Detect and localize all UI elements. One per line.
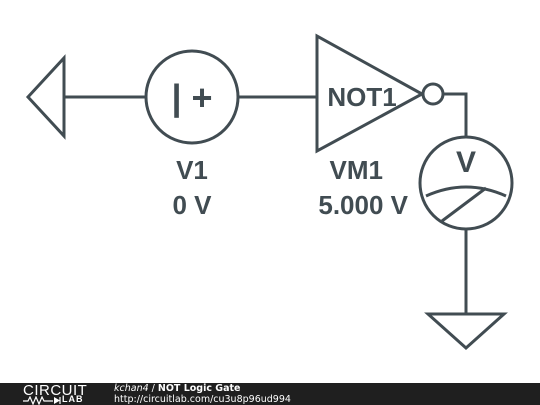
source-name-label: V1 <box>176 155 208 185</box>
circuitlab-logo[interactable]: CIRCUIT <box>23 382 88 399</box>
source-symbol-text: | + <box>171 77 212 119</box>
ground-symbol-left <box>25 54 66 140</box>
circuit-title: NOT Logic Gate <box>157 383 241 394</box>
wire-gate-to-meter <box>443 92 468 137</box>
meter-reading-label: 5.000 V <box>318 190 408 220</box>
footer-bar: CIRCUIT LAB kchan4 / NOT Logic Gate http… <box>0 383 540 405</box>
voltage-source-v1[interactable]: | + <box>144 49 240 145</box>
author-link[interactable]: kchan4 <box>114 383 149 394</box>
logo-sub-label: LAB <box>62 394 84 404</box>
meter-needle <box>441 186 487 223</box>
circuit-schematic: | + NOT1 V V1 0 V VM1 5.000 V <box>25 33 514 351</box>
meter-scale-arc <box>425 185 507 198</box>
meter-symbol-text: V <box>456 146 476 179</box>
circuit-meta-line: kchan4 / NOT Logic Gate <box>114 383 240 394</box>
ground-symbol-bottom <box>424 312 508 351</box>
meter-name-label: VM1 <box>330 155 383 185</box>
not-gate[interactable]: NOT1 <box>315 33 445 154</box>
source-value-label: 0 V <box>172 190 212 220</box>
voltmeter-vm1[interactable]: V <box>418 135 514 231</box>
meta-separator: / <box>148 383 158 394</box>
resistor-logo-icon <box>23 396 61 405</box>
circuit-url[interactable]: http://circuitlab.com/cu3u8p96ud994 <box>114 394 291 405</box>
gate-name-label: NOT1 <box>327 82 396 112</box>
